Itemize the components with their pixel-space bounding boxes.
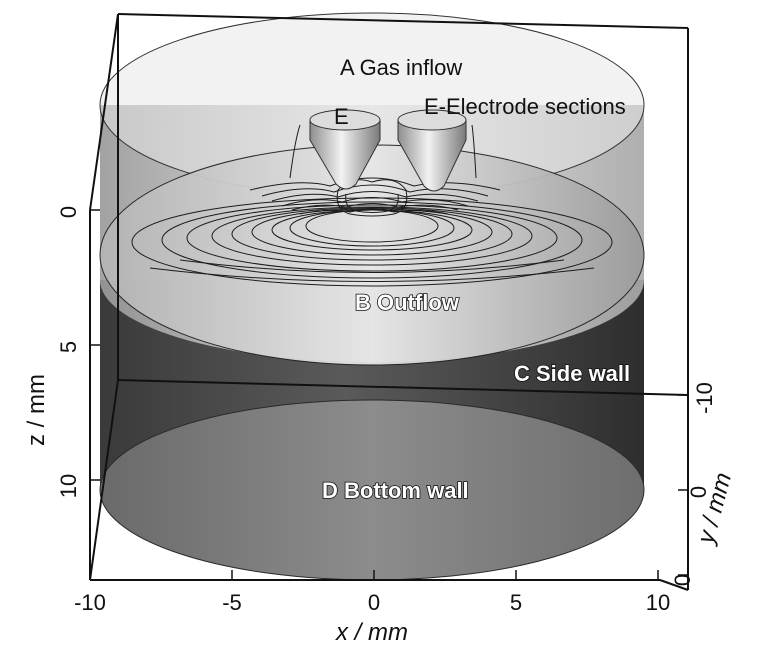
label-gas-inflow: A Gas inflow xyxy=(340,55,462,80)
y-tick-label: 0 xyxy=(686,486,711,498)
label-outflow: B Outflow xyxy=(355,290,460,315)
label-side-wall: C Side wall xyxy=(514,361,630,386)
z-tick-label: 0 xyxy=(56,206,81,218)
electrode-left xyxy=(309,109,381,190)
contour-lines xyxy=(131,124,613,287)
y-axis-label: y / mm xyxy=(692,470,737,548)
y-axis-ticks xyxy=(678,394,688,576)
y-tick-label: -10 xyxy=(692,382,717,414)
z-tick-label: 10 xyxy=(56,474,81,498)
electrode-right xyxy=(397,109,467,192)
x-tick-label: -5 xyxy=(222,590,242,615)
x-axis-ticks xyxy=(89,570,659,580)
y-tick-label: 0 xyxy=(670,574,695,586)
x-tick-label: 5 xyxy=(510,590,522,615)
y-tick-labels: -10 0 0 xyxy=(670,382,717,586)
label-bottom-wall: D Bottom wall xyxy=(322,478,469,503)
x-tick-label: 0 xyxy=(368,590,380,615)
z-axis-label: z / mm xyxy=(23,374,50,446)
z-tick-label: 5 xyxy=(56,341,81,353)
label-electrode-e: E xyxy=(334,104,349,129)
x-tick-label: 10 xyxy=(646,590,670,615)
label-electrode-sections: E-Electrode sections xyxy=(424,94,626,119)
x-axis-label: x / mm xyxy=(335,619,408,646)
x-tick-labels: -10 -5 0 5 10 xyxy=(74,590,670,615)
z-tick-labels: 0 5 10 xyxy=(56,206,81,498)
bounding-box xyxy=(89,13,689,591)
x-tick-label: -10 xyxy=(74,590,106,615)
z-axis-ticks xyxy=(90,209,100,481)
